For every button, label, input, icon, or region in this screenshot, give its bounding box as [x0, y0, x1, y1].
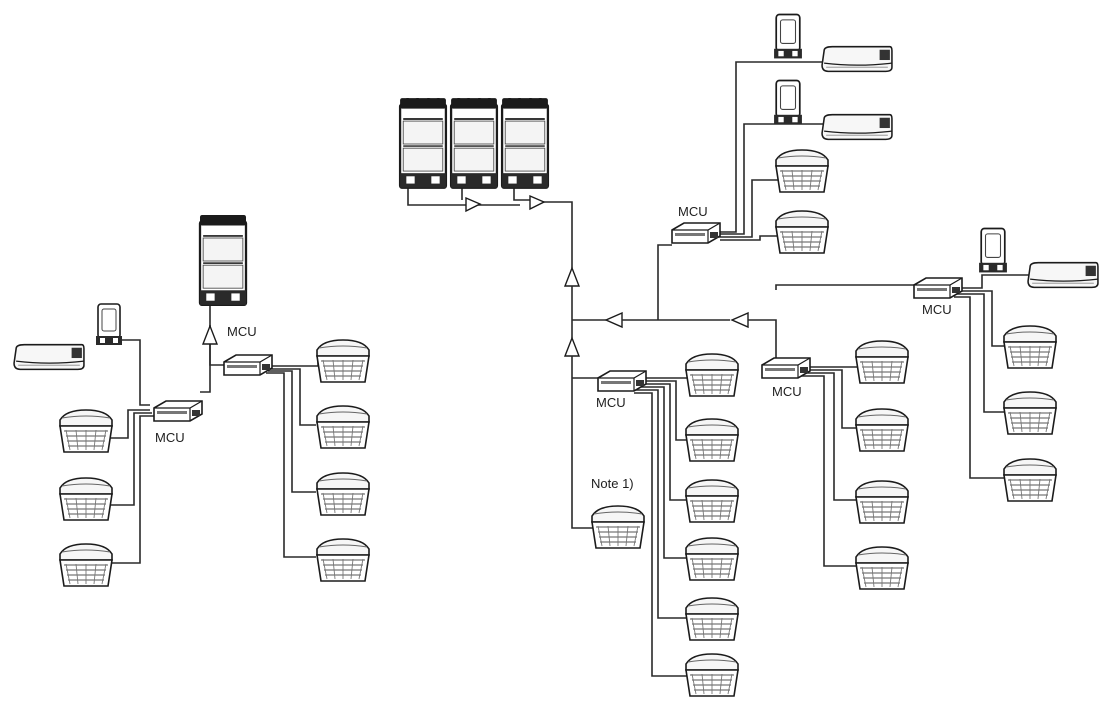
- ceiling-cassette-icon: [59, 409, 113, 453]
- ceiling-cassette-icon: [685, 537, 739, 581]
- mcu-box-icon: [671, 222, 721, 244]
- ceiling-cassette-icon: [855, 546, 909, 590]
- refnet-joint-icon: [529, 194, 546, 211]
- outdoor-unit-icon: [449, 98, 499, 189]
- ceiling-cassette-icon: [591, 505, 645, 549]
- refnet-joint-icon: [730, 311, 749, 329]
- ceiling-cassette-icon: [775, 149, 829, 193]
- outdoor-unit-icon: [398, 98, 448, 189]
- ceiling-cassette-icon: [316, 472, 370, 516]
- mcu-box-icon: [153, 400, 203, 422]
- mcu-label: MCU: [678, 204, 708, 219]
- ceiling-cassette-icon: [59, 543, 113, 587]
- wall-mounted-ac-icon: [821, 45, 893, 73]
- ceiling-cassette-icon: [685, 353, 739, 397]
- note-label: Note 1): [591, 476, 634, 491]
- mcu-box-icon: [913, 277, 963, 299]
- ceiling-cassette-icon: [685, 418, 739, 462]
- outdoor-unit-icon: [198, 215, 248, 307]
- ceiling-cassette-icon: [685, 479, 739, 523]
- ceiling-cassette-icon: [685, 597, 739, 641]
- ceiling-cassette-icon: [316, 339, 370, 383]
- ceiling-cassette-icon: [1003, 325, 1057, 369]
- ceiling-cassette-icon: [855, 340, 909, 384]
- refnet-joint-icon: [563, 266, 581, 287]
- refnet-joint-icon: [604, 311, 623, 329]
- mcu-box-icon: [761, 357, 811, 379]
- left-system: MCU MCU: [13, 215, 370, 587]
- mcu-label: MCU: [772, 384, 802, 399]
- ceiling-cassette-icon: [1003, 391, 1057, 435]
- wall-controller-icon: [978, 227, 1008, 274]
- ceiling-cassette-icon: [855, 480, 909, 524]
- mcu-box-icon: [597, 370, 647, 392]
- ceiling-cassette-icon: [59, 477, 113, 521]
- ceiling-cassette-icon: [316, 405, 370, 449]
- ceiling-cassette-icon: [775, 210, 829, 254]
- wall-mounted-ac-icon: [821, 113, 893, 141]
- mcu-label: MCU: [227, 324, 257, 339]
- wall-mounted-ac-icon: [1027, 261, 1099, 289]
- ceiling-cassette-icon: [316, 538, 370, 582]
- refnet-joint-icon: [201, 324, 219, 345]
- ceiling-cassette-icon: [855, 408, 909, 452]
- mcu-label: MCU: [155, 430, 185, 445]
- wall-mounted-ac-icon: [13, 343, 85, 371]
- refnet-joint-icon: [563, 336, 581, 357]
- wall-controller-icon: [773, 13, 803, 60]
- wall-controller-icon: [773, 79, 803, 126]
- right-system: MCU MCU MCU MCU Note 1): [398, 13, 1099, 697]
- ceiling-cassette-icon: [1003, 458, 1057, 502]
- mcu-label: MCU: [596, 395, 626, 410]
- mcu-label: MCU: [922, 302, 952, 317]
- wall-controller-icon: [95, 302, 123, 347]
- ceiling-cassette-icon: [685, 653, 739, 697]
- outdoor-unit-icon: [500, 98, 550, 189]
- mcu-box-icon: [223, 354, 273, 376]
- refnet-joint-icon: [465, 196, 482, 213]
